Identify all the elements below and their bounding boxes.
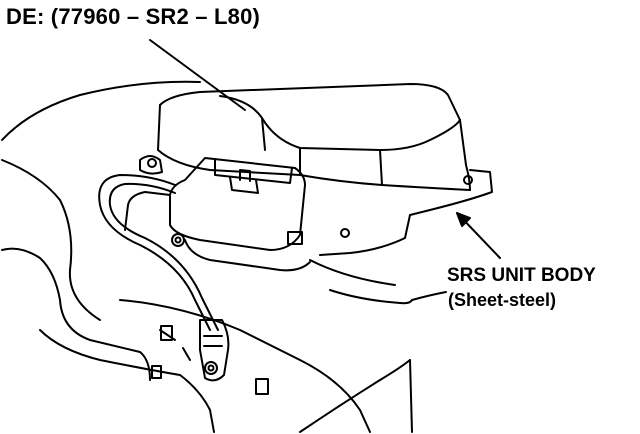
srs-unit-body <box>139 39 493 256</box>
sheet-steel-label: (Sheet-steel) <box>448 290 557 310</box>
wiring-connector <box>98 157 311 382</box>
mounting-panel <box>1 80 447 433</box>
part-number-title: DE: (77960 – SR2 – L80) <box>6 4 261 29</box>
callout-leader-arrow <box>456 212 501 259</box>
srs-unit-body-label: SRS UNIT BODY <box>447 265 596 286</box>
